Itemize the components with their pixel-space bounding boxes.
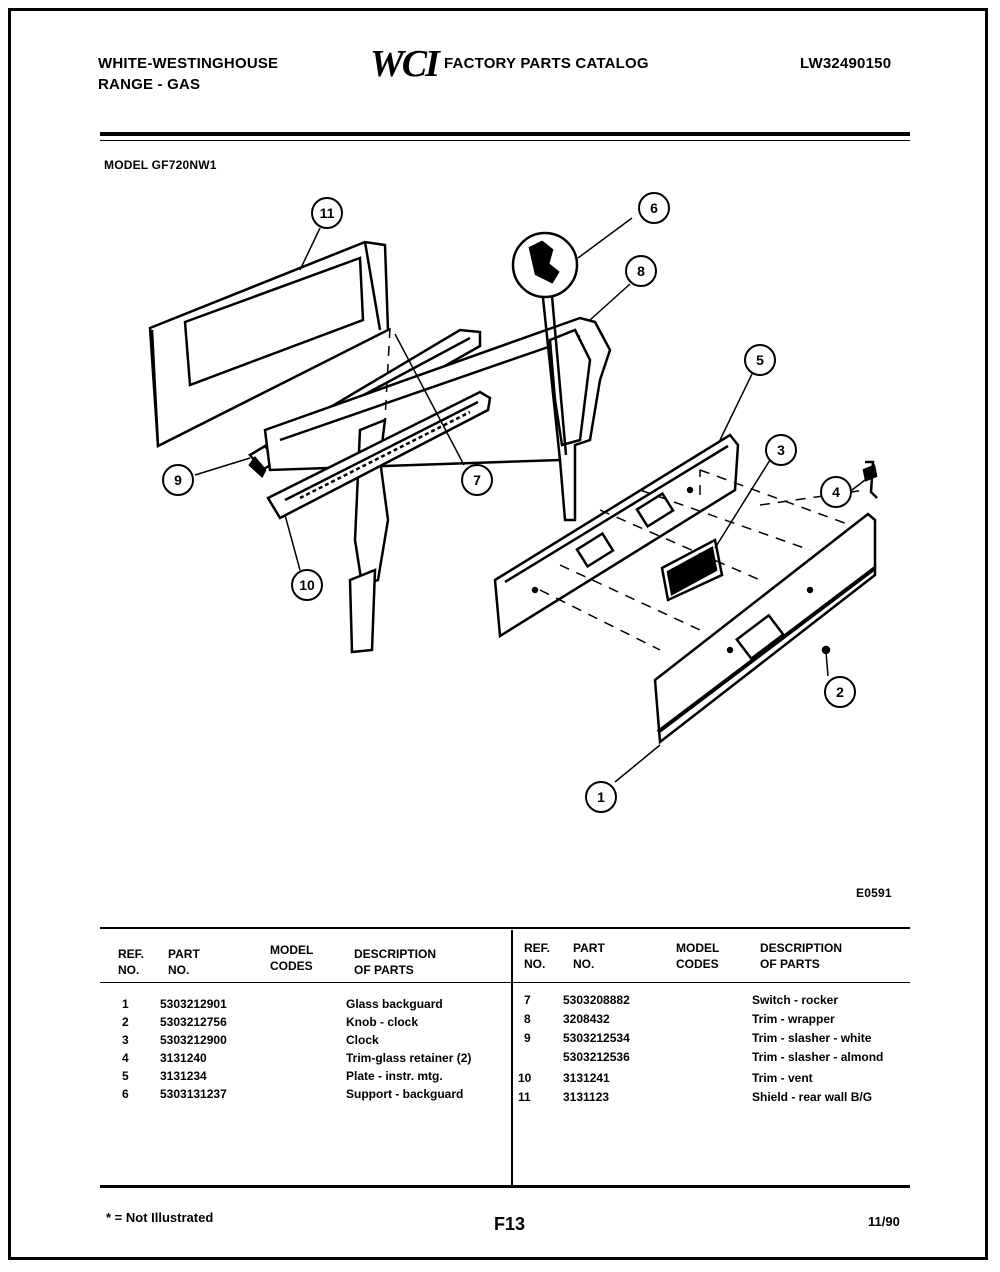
page-frame: [8, 8, 988, 1260]
part-plate-instr-mtg: [493, 433, 740, 639]
row-ref: 9: [524, 1031, 531, 1045]
catalog-date: 11/90: [868, 1214, 900, 1229]
page-number: F13: [494, 1214, 526, 1234]
callout-10: 10: [299, 577, 315, 593]
row-ref: 5: [122, 1069, 129, 1083]
table-top-rule: [100, 927, 910, 929]
row-desc: Shield - rear wall B/G: [752, 1090, 873, 1104]
header-ref-right: REF.NO.: [524, 941, 551, 971]
catalog-title: FACTORY PARTS CATALOG: [444, 55, 649, 72]
row-ref: 8: [524, 1012, 531, 1026]
wci-logo: WCI: [370, 43, 440, 85]
callout-leaders: [194, 217, 866, 783]
row-ref: 10: [518, 1071, 532, 1085]
row-ref: 2: [122, 1015, 129, 1029]
callout-4: 4: [832, 484, 840, 500]
part-support-backguard: [511, 231, 579, 461]
row-desc: Trim - slasher - almond: [752, 1050, 884, 1064]
header-rule: [100, 132, 910, 136]
callout-circles: [162, 192, 856, 813]
row-desc: Switch - rocker: [752, 993, 839, 1007]
part-trim-vent: [266, 390, 492, 520]
table-header-rule: [100, 982, 910, 983]
table-column-divider: [511, 930, 513, 1185]
brand-line-2: RANGE - GAS: [98, 76, 201, 93]
header-rule-thin: [100, 140, 910, 141]
row-part: 3131123: [563, 1090, 610, 1104]
row-part: 5303212901: [160, 997, 227, 1011]
row-part: 5303212534: [563, 1031, 630, 1045]
row-desc: Glass backguard: [346, 997, 443, 1011]
callout-9: 9: [174, 472, 182, 488]
callout-8: 8: [637, 263, 645, 279]
part-clock: [660, 538, 724, 602]
row-desc: Knob - clock: [346, 1015, 419, 1029]
callout-5: 5: [756, 352, 764, 368]
row-part: 5303212536: [563, 1050, 630, 1064]
callout-3: 3: [777, 442, 785, 458]
row-desc: Plate - instr. mtg.: [346, 1069, 443, 1083]
brand-line-1: WHITE-WESTINGHOUSE: [98, 55, 279, 72]
row-part: 5303208882: [563, 993, 630, 1007]
not-illustrated-note: * = Not Illustrated: [106, 1210, 214, 1225]
row-part: 5303212900: [160, 1033, 227, 1047]
row-part: 3131241: [563, 1071, 610, 1085]
callout-1: 1: [597, 789, 605, 805]
row-ref: 7: [524, 993, 531, 1007]
part-front-panel: [653, 512, 877, 745]
row-part: 3131240: [160, 1051, 207, 1065]
row-part: 5303212756: [160, 1015, 227, 1029]
row-ref: 3: [122, 1033, 129, 1047]
model-label: MODEL GF720NW1: [104, 158, 217, 172]
row-desc: Trim-glass retainer (2): [346, 1051, 472, 1065]
row-desc: Clock: [346, 1033, 379, 1047]
row-ref: 4: [122, 1051, 129, 1065]
row-ref: 1: [122, 997, 129, 1011]
row-desc: Support - backguard: [346, 1087, 464, 1101]
callout-2: 2: [836, 684, 844, 700]
callout-11: 11: [320, 205, 335, 221]
exploded-parts-diagram: 11 6 8 5 3 4 7 9 10 2 1: [148, 192, 878, 813]
row-desc: Trim - slasher - white: [752, 1031, 872, 1045]
catalog-number: LW32490150: [800, 55, 892, 72]
row-ref: 6: [122, 1087, 129, 1101]
row-ref: 11: [518, 1090, 531, 1104]
row-desc: Trim - vent: [752, 1071, 813, 1085]
row-part: 3208432: [563, 1012, 610, 1026]
row-desc: Trim - wrapper: [752, 1012, 835, 1026]
callout-6: 6: [650, 200, 658, 216]
part-glass-backguard: [148, 240, 390, 448]
row-part: 5303131237: [160, 1087, 227, 1101]
table-bottom-rule: [100, 1185, 910, 1188]
row-part: 3131234: [160, 1069, 207, 1083]
part-trim-glass-retainer: [862, 460, 878, 499]
header-ref-left: REF.NO.: [118, 947, 145, 977]
assembly-lines: [384, 327, 866, 651]
diagram-code: E0591: [856, 886, 892, 900]
callout-7: 7: [473, 472, 481, 488]
